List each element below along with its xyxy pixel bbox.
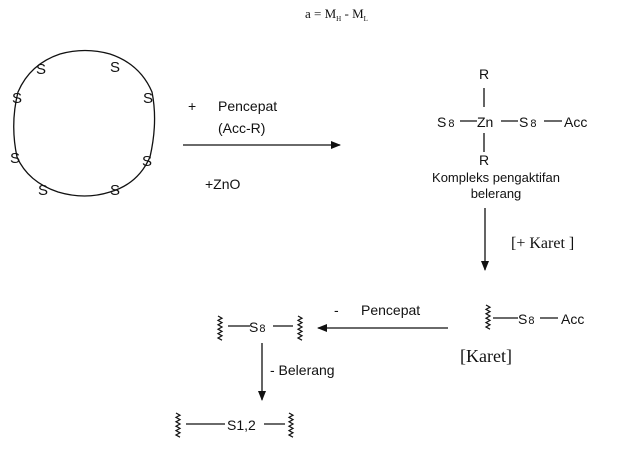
formula-sub-h: H (336, 15, 341, 23)
sulfur-ring-outline (13, 49, 156, 197)
formula-dash: - M (341, 6, 364, 21)
adduct-acc: Acc (561, 311, 584, 327)
reaction-step-3: - Pencepat (317, 302, 448, 332)
ring-s-1: S (36, 61, 46, 78)
step3-label: Pencepat (361, 302, 420, 318)
ring-s-7: S (38, 182, 48, 199)
reaction1-reagent-formula: (Acc-R) (218, 120, 265, 136)
reaction-step-2: [+ Karet ] (481, 208, 574, 271)
ring-s-3: S (12, 90, 22, 107)
complex-r-bottom: R (479, 152, 489, 168)
reaction-step-4: - Belerang (258, 343, 335, 401)
ring-s-5: S (10, 150, 20, 167)
rubber-accelerator-adduct: S8 Acc [Karet] (460, 304, 584, 366)
ring-s-4: S (143, 90, 153, 107)
complex-acc: Acc (564, 114, 587, 130)
step3-minus: - (334, 302, 339, 318)
crosslink-final: S1,2 (174, 412, 295, 438)
crosslink-s8-right-chain (296, 315, 304, 341)
complex-caption-line1: Kompleks pengaktifan (432, 170, 560, 185)
step2-label: [+ Karet ] (511, 235, 574, 252)
step4-label: - Belerang (270, 362, 335, 378)
crosslink-final-left-chain (174, 412, 182, 438)
torque-formula: a = MH - ML (305, 6, 368, 23)
adduct-karet: [Karet] (460, 346, 512, 366)
reaction1-plus: + (188, 98, 196, 114)
formula-sub-l: L (364, 15, 368, 23)
crosslink-s8-left-chain (216, 315, 224, 341)
formula-lhs: a = M (305, 6, 337, 21)
complex-r-top: R (479, 66, 489, 82)
ring-s-6: S (142, 153, 152, 170)
sulfur-ring: S S S S S S S S (10, 49, 156, 199)
crosslink-s8-label: S8 (249, 319, 265, 335)
ring-s-8: S (110, 182, 120, 199)
complex-caption-line2: belerang (471, 186, 522, 201)
ring-s-2: S (110, 59, 120, 76)
reaction1-reagent: Pencepat (218, 98, 277, 114)
reaction1-catalyst: +ZnO (205, 176, 241, 192)
crosslink-final-right-chain (287, 412, 295, 438)
rubber-chain-wavy (484, 304, 492, 330)
reaction-step-1: + Pencepat (Acc-R) +ZnO (183, 98, 341, 192)
adduct-s8: S8 (518, 311, 534, 327)
crosslink-s8: S8 (216, 315, 304, 341)
complex-metal: Zn (477, 114, 493, 130)
crosslink-final-label: S1,2 (227, 417, 256, 433)
svg-text:a = MH - ML: a = MH - ML (305, 6, 368, 23)
